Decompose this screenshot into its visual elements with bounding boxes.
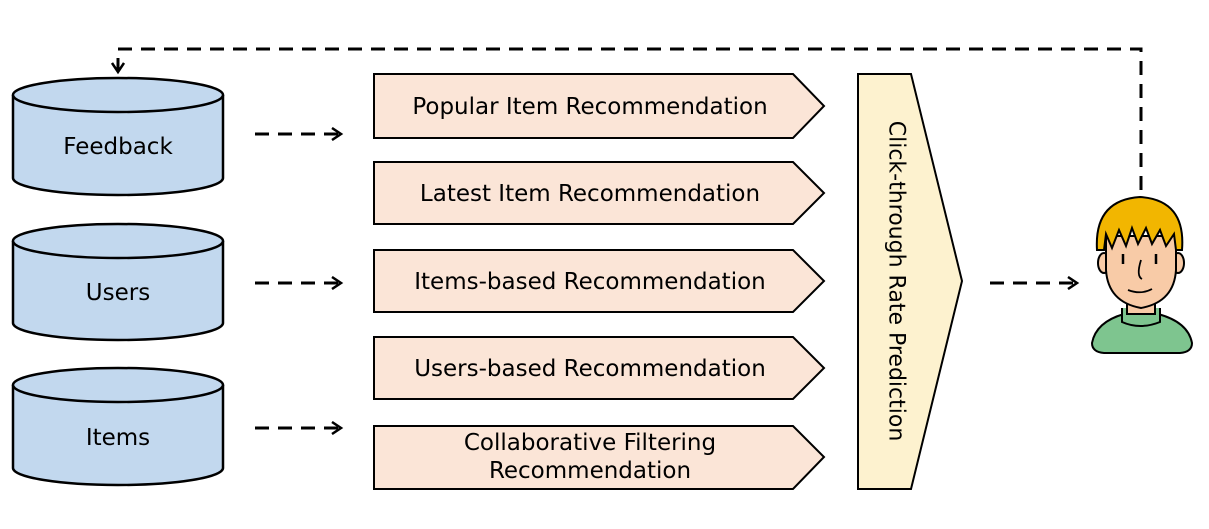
recommender-box xyxy=(373,336,826,400)
ctr-prediction-stage: Click-through Rate Prediction xyxy=(857,73,964,490)
cylinder-body xyxy=(11,95,225,197)
database-label: Users xyxy=(86,280,150,306)
cylinder-body xyxy=(11,241,225,342)
recommender-users-based: Users-based Recommendation xyxy=(373,336,826,400)
ctr-label: Click-through Rate Prediction xyxy=(884,121,909,442)
database-items: Items xyxy=(11,366,225,487)
recommender-label-line-1: Collaborative Filtering xyxy=(464,430,716,456)
recommender-collaborative: Collaborative Filtering Recommendation xyxy=(373,425,826,490)
cylinder-top xyxy=(11,222,225,260)
cylinder-body xyxy=(11,385,225,487)
database-users: Users xyxy=(11,222,225,342)
cylinder-top xyxy=(11,366,225,404)
recommender-label: Items-based Recommendation xyxy=(414,269,765,295)
database-feedback: Feedback xyxy=(11,76,225,197)
recommender-box xyxy=(373,73,826,139)
ctr-box xyxy=(857,73,964,490)
avatar-mouth xyxy=(1127,288,1153,294)
avatar-nose xyxy=(1137,259,1143,280)
database-label: Feedback xyxy=(63,134,173,160)
recommender-items-based: Items-based Recommendation xyxy=(373,249,826,313)
database-label: Items xyxy=(86,425,150,451)
recommender-popular: Popular Item Recommendation xyxy=(373,73,826,139)
avatar-hair xyxy=(1095,195,1184,251)
feedback-loop-arrow xyxy=(118,47,1143,190)
avatar-shirt xyxy=(1090,313,1194,354)
recommender-box xyxy=(373,249,826,313)
recommender-label: Popular Item Recommendation xyxy=(412,94,767,120)
recommender-box xyxy=(373,425,826,490)
recommender-label: Users-based Recommendation xyxy=(414,356,766,382)
cylinder-top xyxy=(11,76,225,114)
recommender-label: Latest Item Recommendation xyxy=(420,181,760,207)
recommender-latest: Latest Item Recommendation xyxy=(373,161,826,225)
recommender-box xyxy=(373,161,826,225)
recommender-label-line-2: Recommendation xyxy=(489,458,691,484)
user-avatar-icon xyxy=(1090,195,1194,354)
